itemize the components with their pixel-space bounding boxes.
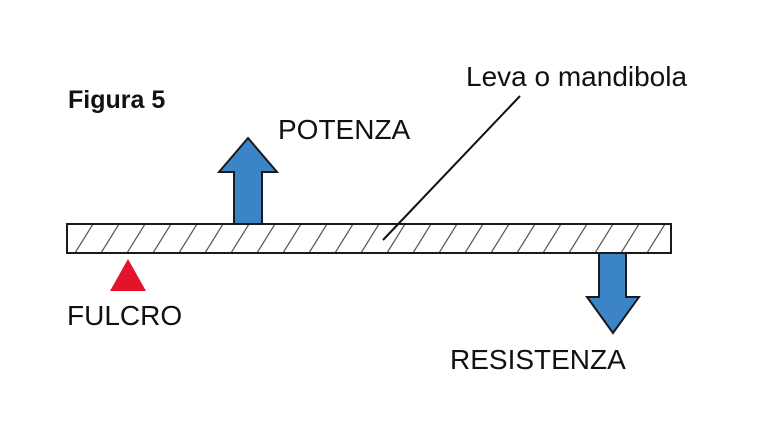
hatch-line — [204, 224, 224, 253]
hatch-line — [568, 224, 588, 253]
lever-bar-body — [67, 224, 671, 253]
hatch-line — [412, 224, 432, 253]
load-label: RESISTENZA — [450, 344, 626, 375]
hatch-line — [594, 224, 614, 253]
hatch-line — [256, 224, 276, 253]
hatch-line — [620, 224, 640, 253]
lever-label: Leva o mandibola — [466, 61, 688, 92]
hatch-line — [490, 224, 510, 253]
hatch-line — [542, 224, 562, 253]
hatch-line — [74, 224, 94, 253]
lever-bar — [66, 223, 691, 254]
hatch-line — [386, 224, 406, 253]
hatch-line — [438, 224, 458, 253]
triangle-icon — [110, 259, 146, 291]
hatch-line — [126, 224, 146, 253]
hatch-line — [100, 224, 120, 253]
lever-leader-line — [382, 95, 521, 241]
hatch-line — [152, 224, 172, 253]
hatch-line — [67, 224, 68, 226]
hatch-line — [308, 224, 328, 253]
hatch-line — [464, 224, 484, 253]
lever-bar-outline — [66, 223, 672, 254]
hatch-line — [360, 224, 380, 253]
hatch-line — [230, 224, 250, 253]
lever-bar-hatching — [67, 224, 691, 253]
arrow-down-icon — [585, 252, 641, 335]
hatch-line — [334, 224, 354, 253]
arrow-up-icon — [216, 136, 280, 225]
hatch-line — [178, 224, 198, 253]
effort-label: POTENZA — [278, 114, 411, 145]
fulcrum-label: FULCRO — [67, 300, 183, 331]
hatch-line — [282, 224, 302, 253]
hatch-line — [673, 224, 691, 253]
hatch-line — [516, 224, 536, 253]
hatch-line — [646, 224, 666, 253]
figure-title: Figura 5 — [68, 86, 166, 114]
